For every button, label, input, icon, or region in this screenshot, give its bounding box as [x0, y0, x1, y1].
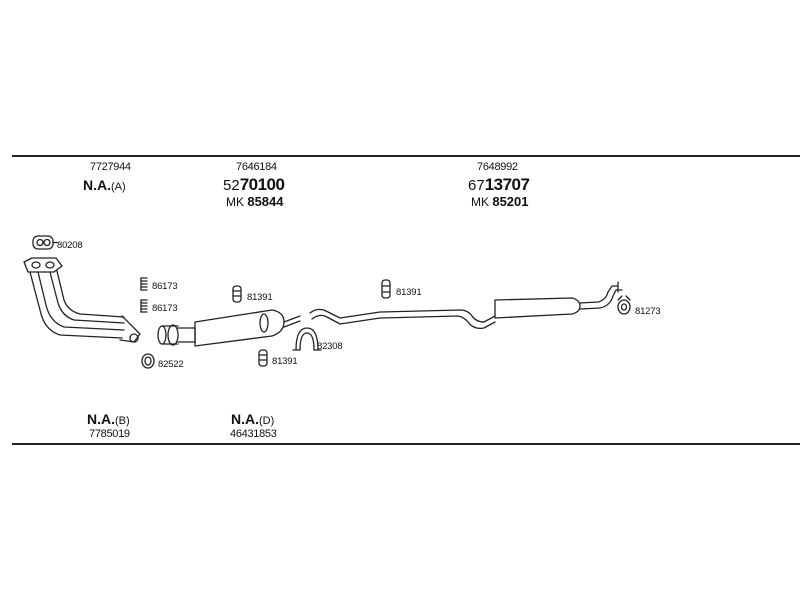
hanger-right-icon: [381, 279, 391, 299]
na-text-b: N.A.: [87, 411, 115, 427]
code-prefix-center: 52: [223, 177, 240, 194]
code-right: 6713707: [468, 175, 530, 194]
label-spring-1: 86173: [152, 281, 178, 292]
label-gasket-top: 80208: [57, 240, 83, 251]
na-label-b: N.A.(B): [87, 412, 130, 427]
part-number-center: 7646184: [236, 161, 277, 173]
label-hanger-right: 81391: [396, 287, 422, 298]
spring-icon-2: [140, 299, 148, 313]
label-hanger-rear: 81273: [635, 306, 661, 317]
rear-pipe-muffler-icon: [309, 281, 623, 330]
mk-prefix-right: MK: [471, 195, 489, 209]
mk-center: MK 85844: [226, 195, 284, 208]
mk-code-center: 85844: [247, 194, 284, 209]
top-divider: [12, 155, 800, 157]
clamp-icon: [292, 327, 322, 351]
mk-right: MK 85201: [471, 195, 529, 208]
bottom-divider: [12, 443, 800, 445]
part-number-d: 46431853: [230, 428, 277, 440]
code-main-center: 70100: [239, 175, 285, 194]
part-number-right: 7648992: [477, 161, 518, 173]
mk-prefix-center: MK: [226, 195, 244, 209]
hanger-center-top-icon: [232, 285, 242, 303]
label-ring-gasket: 82522: [158, 359, 184, 370]
front-pipe-icon: [23, 257, 141, 343]
label-hanger-center-top: 81391: [247, 292, 273, 303]
label-spring-2: 86173: [152, 303, 178, 314]
code-prefix-right: 67: [468, 177, 485, 194]
na-variant-d: (D): [259, 415, 275, 427]
spring-icon-1: [140, 277, 148, 291]
na-label-a: N.A.(A): [83, 178, 126, 193]
part-number-a: 7727944: [90, 161, 131, 173]
na-text-d: N.A.: [231, 411, 259, 427]
hanger-center-bottom-icon: [258, 349, 268, 367]
hanger-rear-icon: [617, 295, 631, 315]
label-clamp: 82308: [317, 341, 343, 352]
code-center: 5270100: [223, 175, 285, 194]
ring-gasket-icon: [141, 353, 155, 369]
center-muffler-icon: [157, 309, 301, 347]
part-number-b: 7785019: [89, 428, 130, 440]
mk-code-right: 85201: [492, 194, 529, 209]
label-hanger-center-bottom: 81391: [272, 356, 298, 367]
na-variant-b: (B): [115, 415, 130, 427]
na-text-a: N.A.: [83, 177, 111, 193]
gasket-top-icon: [32, 235, 58, 250]
code-main-right: 13707: [484, 175, 530, 194]
na-variant-a: (A): [111, 181, 126, 193]
na-label-d: N.A.(D): [231, 412, 274, 427]
